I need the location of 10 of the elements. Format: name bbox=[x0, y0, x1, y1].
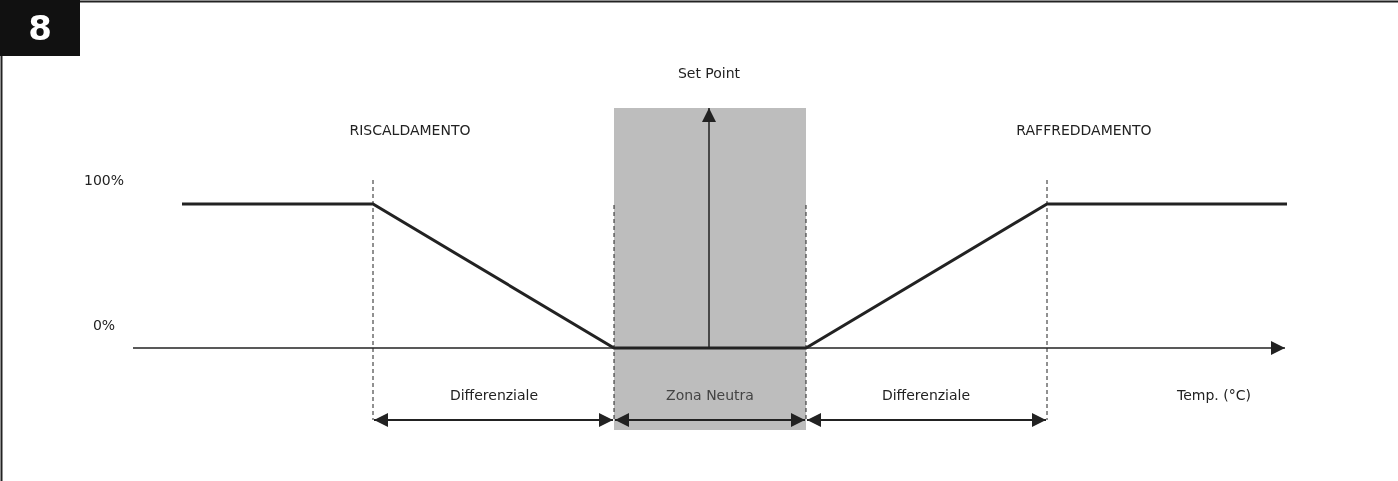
dimension-label: Differenziale bbox=[881, 388, 971, 402]
axis-label: Temp. (°C) bbox=[1177, 388, 1251, 402]
axis-label: Set Point bbox=[677, 66, 741, 80]
dimension-label: Zona Neutra bbox=[666, 388, 754, 402]
zone-label: RAFFREDDAMENTO bbox=[1016, 123, 1152, 137]
tick-label: 100% bbox=[84, 173, 124, 187]
zone-label: RISCALDAMENTO bbox=[349, 123, 471, 137]
tick-label: 0% bbox=[92, 318, 116, 332]
figure-number: 8 bbox=[0, 0, 80, 56]
dimension-label: Differenziale bbox=[449, 388, 539, 402]
